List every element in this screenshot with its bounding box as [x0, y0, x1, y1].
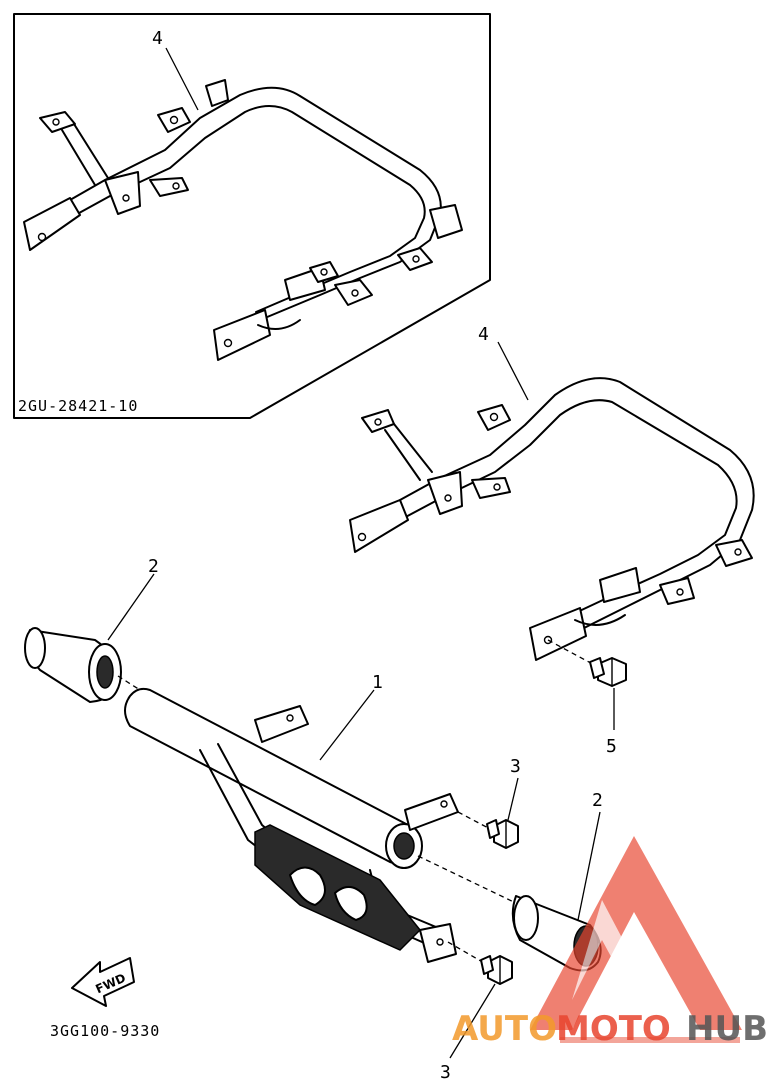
end-cap-left: 2 [24, 556, 159, 703]
callout-3-upper: 3 [510, 756, 521, 777]
bolt-3-upper: 3 [457, 756, 521, 849]
watermark-part1: AUTO [452, 1009, 557, 1049]
watermark-logo [530, 836, 742, 1043]
callout-1: 1 [372, 672, 383, 693]
forward-arrow-icon: FWD [71, 957, 135, 1007]
watermark-part3: HUB [686, 1009, 768, 1049]
callout-2-left: 2 [148, 556, 159, 577]
bolt-5: 5 [547, 639, 627, 757]
inset-part-code: 2GU-28421-10 [18, 397, 138, 415]
front-guard: 1 [124, 672, 459, 963]
watermark-text: AUTO MOTO HUB [452, 1009, 768, 1049]
inset-engine-guard: 4 [23, 28, 463, 361]
callout-3-lower: 3 [440, 1062, 451, 1083]
callout-5: 5 [606, 736, 617, 757]
callout-4-main: 4 [478, 324, 489, 345]
engine-guard-upper: 4 [349, 324, 755, 661]
inset-box: 2GU-28421-10 [13, 13, 491, 419]
callout-2-right: 2 [592, 790, 603, 811]
bolt-3-lower: 3 [440, 941, 513, 1083]
watermark-part2: MOTO [556, 1009, 671, 1049]
callout-4-inset: 4 [152, 28, 163, 49]
diagram-code: 3GG100-9330 [50, 1022, 160, 1040]
